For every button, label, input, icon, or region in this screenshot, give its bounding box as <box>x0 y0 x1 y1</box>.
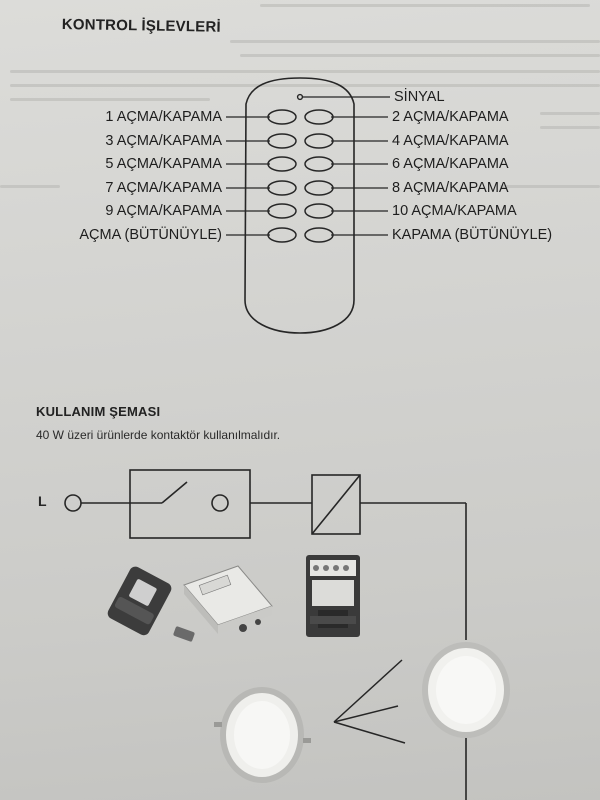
signal-led-icon <box>296 93 304 101</box>
remote-button <box>304 203 334 219</box>
button-label-left: 3 AÇMA/KAPAMA <box>105 133 222 149</box>
line-label: L <box>38 493 47 509</box>
remote-button <box>304 156 334 172</box>
receiver-unit-photo <box>173 565 273 642</box>
button-label-left: 7 AÇMA/KAPAMA <box>105 180 222 196</box>
button-label-left: 1 AÇMA/KAPAMA <box>105 109 222 125</box>
remote-button <box>267 133 297 149</box>
remote-button <box>304 133 334 149</box>
signal-beams <box>333 659 406 744</box>
leader-lines <box>226 116 388 236</box>
remote-button <box>267 227 297 243</box>
remote-button <box>267 203 297 219</box>
button-label-left: 5 AÇMA/KAPAMA <box>105 156 222 172</box>
remote-button <box>267 156 297 172</box>
led-panel-left <box>214 687 311 783</box>
button-label-right: 8 AÇMA/KAPAMA <box>392 180 509 196</box>
button-label-right: KAPAMA (BÜTÜNÜYLE) <box>392 227 553 243</box>
button-label-right: 4 AÇMA/KAPAMA <box>392 133 509 149</box>
remote-buttons <box>267 109 334 243</box>
remote-button <box>267 180 297 196</box>
remote-button <box>304 227 334 243</box>
button-label-right: 2 AÇMA/KAPAMA <box>392 109 509 125</box>
contactor-symbol <box>311 474 361 535</box>
contactor-note: 40 W üzeri ürünlerde kontaktör kullanılm… <box>36 428 281 442</box>
remote-button <box>304 180 334 196</box>
remote-button <box>267 109 297 125</box>
signal-label: SİNYAL <box>394 89 445 105</box>
remote-button <box>304 109 334 125</box>
switch-contact-icon <box>161 481 188 504</box>
contactor-photo <box>306 555 360 637</box>
usage-diagram-heading: KULLANIM ŞEMASI <box>36 404 161 419</box>
button-label-right: 6 AÇMA/KAPAMA <box>392 156 509 172</box>
led-panel-right <box>422 642 510 738</box>
wiring-diagram <box>64 469 467 800</box>
line-terminal-icon <box>64 494 82 512</box>
switch-terminal-icon <box>211 494 229 512</box>
switch-box <box>129 469 251 539</box>
remote-outline <box>244 77 355 334</box>
button-label-left: 9 AÇMA/KAPAMA <box>105 203 222 219</box>
button-label-left: AÇMA (BÜTÜNÜYLE) <box>79 227 222 243</box>
remote-control-photo <box>107 566 172 636</box>
button-label-right: 10 AÇMA/KAPAMA <box>392 203 517 219</box>
